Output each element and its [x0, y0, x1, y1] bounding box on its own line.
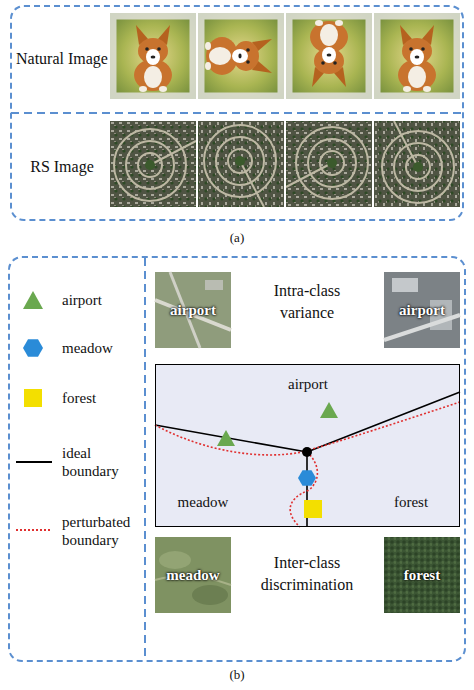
- photo-tile: [110, 13, 196, 99]
- photo-tile: [198, 13, 284, 99]
- photo-tile: [374, 13, 460, 99]
- triangle-mark: [23, 291, 43, 309]
- panel-label: RS Image: [12, 157, 112, 177]
- line-mark: [16, 461, 52, 463]
- forest-photo: [384, 537, 460, 613]
- rs-tile: [374, 121, 460, 207]
- triangle-sample: [320, 402, 338, 418]
- hexagon-mark: [23, 339, 43, 356]
- rs-tile: [286, 121, 372, 207]
- image-tile: airport: [155, 272, 231, 348]
- panel-label: Natural Image: [12, 49, 112, 69]
- rs-image-row: [110, 121, 460, 207]
- region-label: meadow: [163, 493, 243, 511]
- perturbated-boundary: [155, 402, 460, 455]
- panel-label: Inter-class discrimination: [250, 552, 364, 596]
- illustration-part: [155, 300, 231, 330]
- illustration-part: [192, 585, 228, 605]
- legend-text: ideal boundary: [62, 444, 132, 480]
- panel-tag: (b): [217, 667, 257, 683]
- image-tile: forest: [384, 537, 460, 613]
- triangle-sample: [217, 430, 235, 446]
- boundary-plot: airport meadow forest: [155, 364, 460, 527]
- image-label: meadow: [166, 567, 219, 584]
- illustration-part: [384, 272, 460, 348]
- image-label: airport: [399, 302, 445, 319]
- row-divider: [11, 112, 463, 114]
- legend-text: airport: [62, 291, 142, 309]
- illustration-part: [159, 551, 191, 569]
- rs-tile: [110, 121, 196, 207]
- photo-tile: [286, 13, 372, 99]
- column-divider: [144, 258, 146, 660]
- legend-text: perturbated boundary: [62, 513, 144, 549]
- meadow-photo: [155, 537, 231, 613]
- illustration-part: [384, 315, 460, 340]
- junction-dot: [302, 447, 312, 457]
- image-tile: meadow: [155, 537, 231, 613]
- illustration-part: [155, 537, 231, 613]
- region-label: airport: [268, 375, 348, 393]
- image-label: forest: [404, 567, 440, 584]
- natural-image-row: [110, 13, 460, 99]
- airport-photo: [384, 272, 460, 348]
- square-mark: [24, 389, 42, 407]
- square-sample: [304, 500, 322, 518]
- boundaries: [155, 392, 460, 527]
- airport-photo: [155, 272, 231, 348]
- ideal-boundary: [155, 392, 460, 527]
- dotted-line-mark: [16, 529, 52, 531]
- panel-box: Natural Image RS Image: [10, 5, 464, 221]
- illustration-part: [155, 272, 231, 348]
- image-label: airport: [170, 302, 216, 319]
- panel-tag: (a): [217, 230, 257, 246]
- rs-tile: [198, 121, 284, 207]
- illustration-part: [205, 280, 223, 290]
- plot-background: [155, 364, 460, 527]
- hexagon-sample: [298, 470, 316, 486]
- image-tile: airport: [384, 272, 460, 348]
- panel-label: Intra-class variance: [257, 280, 357, 324]
- region-label: forest: [371, 493, 451, 511]
- illustration-part: [392, 278, 418, 292]
- legend-text: meadow: [62, 339, 142, 357]
- legend-text: forest: [62, 389, 142, 407]
